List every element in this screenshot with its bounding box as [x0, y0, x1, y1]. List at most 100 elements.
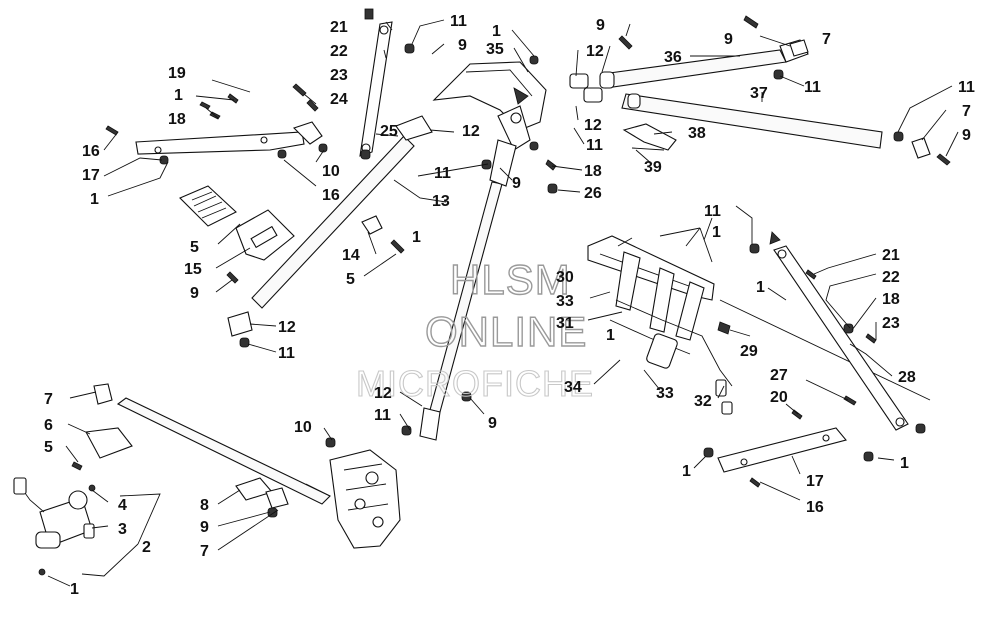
leader-lines	[47, 19, 959, 587]
callout-label: 1	[174, 87, 183, 104]
lower-left-assembly	[13, 383, 331, 576]
callout-label: 3	[118, 521, 127, 538]
callout-label: 11	[450, 13, 467, 30]
callout-label: 2	[142, 539, 151, 556]
callout-label: 23	[330, 67, 348, 84]
callout-label: 5	[190, 239, 199, 256]
callout-label: 1	[70, 581, 79, 598]
control-module	[179, 185, 295, 284]
callout-label: 17	[806, 473, 824, 490]
lower-right-bracket	[703, 409, 874, 488]
callout-label: 23	[882, 315, 900, 332]
callout-label: 1	[712, 224, 721, 241]
drawing	[13, 8, 951, 576]
callout-label: 22	[330, 43, 348, 60]
upper-tubes	[569, 15, 951, 166]
callout-label: 11	[278, 345, 295, 362]
callout-label: 1	[900, 455, 909, 472]
right-strap	[749, 231, 926, 434]
left-bracket-bar	[105, 93, 328, 165]
callout-label: 5	[44, 439, 53, 456]
callout-label: 34	[564, 379, 582, 396]
callout-label: 9	[512, 175, 521, 192]
callout-label: 36	[664, 49, 682, 66]
callout-label: 13	[432, 193, 450, 210]
callout-label: 16	[322, 187, 340, 204]
small-clip	[361, 215, 405, 254]
bracket-38	[545, 123, 677, 194]
callout-label: 9	[488, 415, 497, 432]
callout-label: 37	[750, 85, 768, 102]
callout-label: 11	[958, 79, 975, 96]
callout-label: 38	[688, 125, 706, 142]
callout-label: 1	[682, 463, 691, 480]
callout-label: 27	[770, 367, 788, 384]
callout-label: 11	[434, 165, 451, 182]
callout-label: 33	[556, 293, 574, 310]
callout-label: 14	[342, 247, 360, 264]
callout-label: 1	[606, 327, 615, 344]
callout-label: 31	[556, 315, 574, 332]
callout-label: 18	[882, 291, 900, 308]
watermark: HLSM ONLINE MICROFICHE	[355, 255, 594, 404]
watermark-line-1: HLSM	[450, 256, 571, 303]
callout-label: 18	[168, 111, 186, 128]
callout-label: 25	[380, 123, 398, 140]
callout-label: 30	[556, 269, 574, 286]
callout-label: 9	[458, 37, 467, 54]
callout-label: 28	[898, 369, 916, 386]
callout-label: 20	[770, 389, 788, 406]
callout-label: 7	[822, 31, 831, 48]
callout-label: 16	[806, 499, 824, 516]
callout-label: 12	[462, 123, 480, 140]
steering-gear	[325, 437, 401, 549]
callout-label: 11	[704, 203, 721, 220]
callout-label: 18	[584, 163, 602, 180]
callout-label: 15	[184, 261, 202, 278]
wiring-harness-frame	[587, 235, 931, 415]
watermark-line-2: ONLINE	[425, 308, 587, 355]
callout-label: 9	[190, 285, 199, 302]
callout-label: 11	[586, 137, 603, 154]
callout-label: 1	[756, 279, 765, 296]
callout-label: 19	[168, 65, 186, 82]
callout-label: 29	[740, 343, 758, 360]
callout-label: 12	[374, 385, 392, 402]
callout-label: 7	[962, 103, 971, 120]
callout-label: 1	[492, 23, 501, 40]
callout-label: 4	[118, 497, 127, 514]
callout-label: 22	[882, 269, 900, 286]
callout-labels: 1 1 1 1 1 1 1 1 1 1 2 3 4 5 5 5 6 7 7 7 …	[44, 13, 975, 598]
callout-label: 12	[584, 117, 602, 134]
callout-label: 21	[882, 247, 900, 264]
column-top-bracket	[432, 55, 547, 151]
callout-label: 11	[804, 79, 821, 96]
callout-label: 10	[322, 163, 340, 180]
callout-label: 39	[644, 159, 662, 176]
callout-label: 9	[962, 127, 971, 144]
callout-label: 24	[330, 91, 348, 108]
callout-label: 6	[44, 417, 53, 434]
callout-label: 12	[278, 319, 296, 336]
callout-label: 7	[200, 543, 209, 560]
callout-label: 26	[584, 185, 602, 202]
callout-label: 17	[82, 167, 100, 184]
callout-label: 5	[346, 271, 355, 288]
callout-label: 16	[82, 143, 100, 160]
callout-label: 9	[596, 17, 605, 34]
diagonal-tube	[227, 115, 433, 348]
callout-label: 12	[586, 43, 604, 60]
callout-label: 35	[486, 41, 504, 58]
callout-label: 7	[44, 391, 53, 408]
callout-label: 9	[200, 519, 209, 536]
callout-label: 1	[90, 191, 99, 208]
callout-label: 9	[724, 31, 733, 48]
callout-label: 33	[656, 385, 674, 402]
callout-label: 8	[200, 497, 209, 514]
bolts-23-24	[292, 83, 319, 112]
watermark-line-3: MICROFICHE	[356, 363, 594, 404]
callout-label: 21	[330, 19, 348, 36]
callout-label: 1	[412, 229, 421, 246]
